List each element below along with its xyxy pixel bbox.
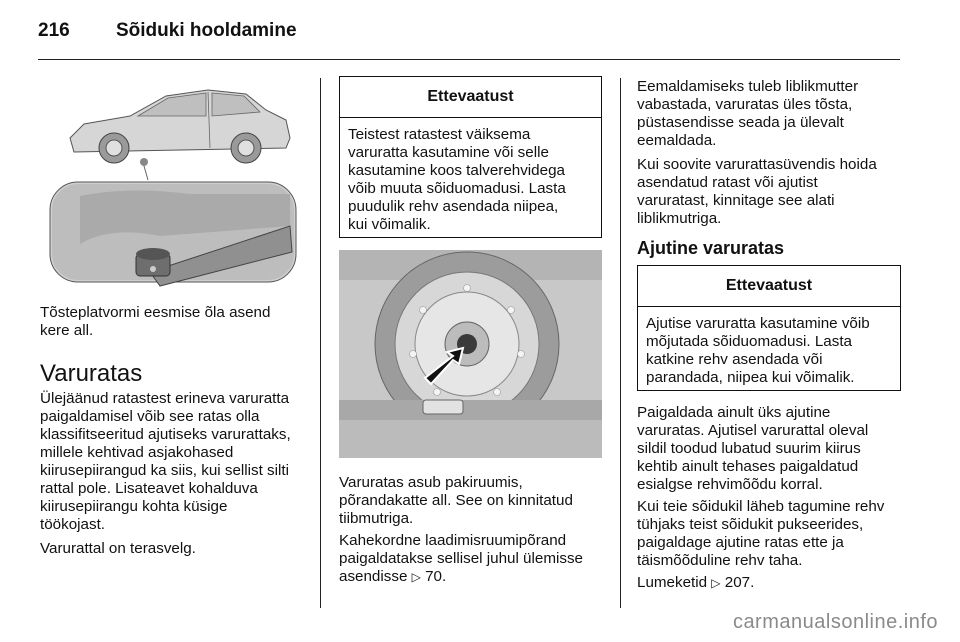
spare-wheel-paragraph-1: Ülejäänud ratastest erineva varuratta pa… <box>40 390 291 533</box>
section-heading-spare-wheel: Varuratas <box>40 360 143 387</box>
double-floor-paragraph: Kahekordne laadimisruumipõrand paigaldat… <box>339 532 583 585</box>
spare-wheel-paragraph-2: Varurattal on terasvelg. <box>40 540 196 557</box>
caution-box-2: Ettevaatust Ajutise varuratta kasutamine… <box>637 265 901 391</box>
page-reference-arrow-icon: ▷ <box>711 576 721 590</box>
spare-wheel-illustration <box>339 250 602 458</box>
watermark: carmanualsonline.info <box>732 611 938 633</box>
column-divider-1 <box>320 78 321 608</box>
storage-paragraph: Kui soovite varurattasüvendis hoida asen… <box>637 156 877 227</box>
page-reference-arrow-icon: ▷ <box>411 570 421 584</box>
page-title: Sõiduki hooldamine <box>116 20 297 41</box>
caution-box-1: Ettevaatust Teistest ratastest väiksema … <box>339 76 602 238</box>
spare-wheel-location-paragraph: Varuratas asub pakiruumis, põrandakatte … <box>339 474 573 527</box>
removal-paragraph: Eemaldamiseks tuleb liblikmutter vabasta… <box>637 78 859 149</box>
page-number: 216 <box>38 20 70 41</box>
page-reference-link[interactable]: 70. <box>425 568 447 585</box>
temporary-spare-paragraph-1: Paigaldada ainult üks ajutine varuratas.… <box>637 404 869 493</box>
subheading-temporary-spare: Ajutine varuratas <box>637 238 785 258</box>
lift-platform-illustration <box>40 76 304 288</box>
temporary-spare-paragraph-2: Kui teie sõidukil läheb tagumine rehv tü… <box>637 498 885 569</box>
caution-title-1: Ettevaatust <box>340 77 601 118</box>
column-divider-2 <box>620 78 621 608</box>
page-reference-link[interactable]: 207. <box>724 574 755 591</box>
caution-text-1: Teistest ratastest väiksema varuratta ka… <box>348 126 566 233</box>
snow-chains-reference: Lumeketid ▷ 207. <box>637 574 755 591</box>
caution-text-2: Ajutise varuratta kasutamine võib mõjuta… <box>646 315 870 386</box>
caution-title-2: Ettevaatust <box>638 266 900 307</box>
illustration-caption: Tõsteplatvormi eesmise õla asend kere al… <box>40 304 271 339</box>
header-divider <box>38 59 900 60</box>
